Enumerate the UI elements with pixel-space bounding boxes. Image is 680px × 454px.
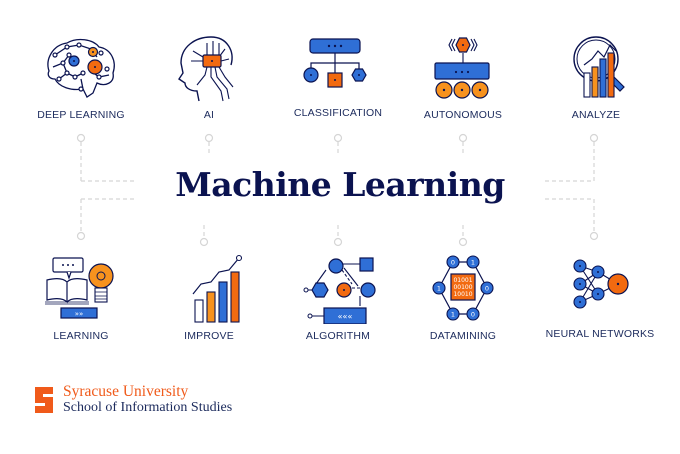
tile-label: DATAMINING xyxy=(429,330,497,342)
tile-improve: IMPROVE xyxy=(149,254,269,342)
magnifier-chart-icon xyxy=(573,36,625,98)
tile-algorithm: ««« ALGORITHM xyxy=(278,254,398,342)
svg-text:«««: ««« xyxy=(338,312,353,321)
tile-label: LEARNING xyxy=(53,330,109,342)
tile-label: IMPROVE xyxy=(184,330,234,342)
tile-learning: »» LEARNING xyxy=(21,256,141,342)
binary-line: 01001 xyxy=(453,277,472,284)
tile-label: NEURAL NETWORKS xyxy=(545,328,655,340)
node-value: 1 xyxy=(437,285,441,293)
university-name: Syracuse University xyxy=(63,383,189,400)
tile-label: AUTONOMOUS xyxy=(423,109,503,121)
algorithm-flow-icon: ««« xyxy=(303,257,376,324)
growth-bar-chart-icon xyxy=(192,254,243,323)
classification-tree-icon xyxy=(303,38,367,88)
robot-head-chip-icon xyxy=(178,36,234,102)
block-s-icon xyxy=(35,387,53,413)
tile-label: AI xyxy=(203,109,215,121)
page-title: Machine Learning xyxy=(175,165,505,204)
tile-autonomous: AUTONOMOUS xyxy=(403,33,523,121)
tile-label: ALGORITHM xyxy=(305,330,371,342)
binary-hexagon-icon: 01001 00100 10010 0 1 1 0 1 0 xyxy=(432,255,494,321)
brain-network-icon xyxy=(47,38,115,98)
node-value: 1 xyxy=(471,259,475,267)
tile-analyze: ANALYZE xyxy=(536,33,656,121)
tile-label: ANALYZE xyxy=(571,109,621,121)
tile-deep-learning: DEEP LEARNING xyxy=(21,33,141,121)
tile-ai: AI xyxy=(149,33,269,121)
node-value: 0 xyxy=(451,259,455,267)
autonomous-robot-icon xyxy=(434,37,490,99)
book-lightbulb-icon: »» xyxy=(45,257,114,319)
tile-datamining: 01001 00100 10010 0 1 1 0 1 0 DATAMINING xyxy=(403,254,523,342)
binary-line: 10010 xyxy=(453,291,472,298)
binary-line: 00100 xyxy=(453,284,472,291)
school-name: School of Information Studies xyxy=(63,400,233,415)
svg-text:»»: »» xyxy=(75,310,84,318)
tile-classification: CLASSIFICATION xyxy=(278,33,398,119)
neural-network-icon xyxy=(573,259,629,309)
node-value: 0 xyxy=(485,285,489,293)
tile-label: DEEP LEARNING xyxy=(37,109,125,121)
node-value: 1 xyxy=(451,311,455,319)
syracuse-logo: Syracuse University School of Informatio… xyxy=(33,384,232,416)
tile-label: CLASSIFICATION xyxy=(293,107,383,119)
node-value: 0 xyxy=(471,311,475,319)
tile-neural-networks: NEURAL NETWORKS xyxy=(540,254,660,340)
